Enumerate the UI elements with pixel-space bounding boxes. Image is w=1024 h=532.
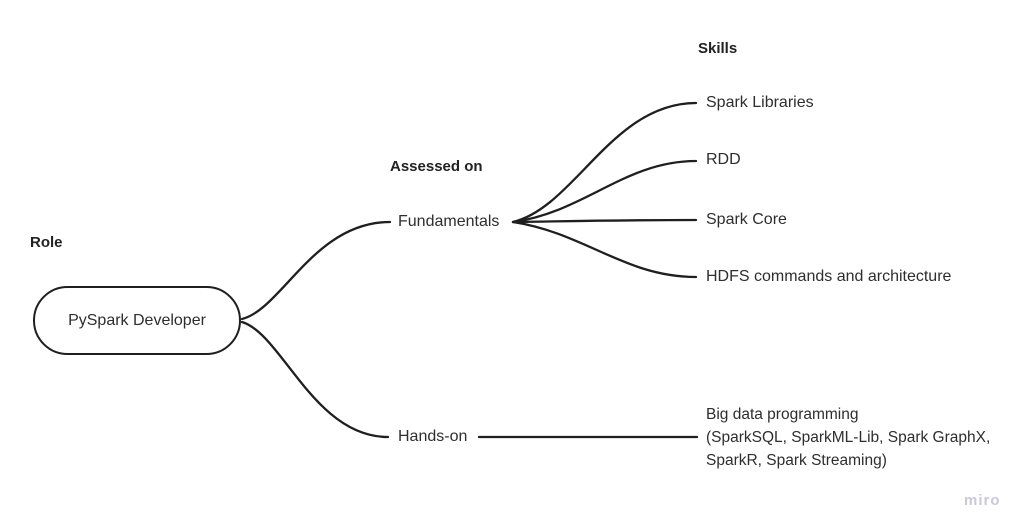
skill-label-big-data-programming: Big data programming (SparkSQL, SparkML-… bbox=[706, 406, 991, 469]
skill-label-spark-libraries: Spark Libraries bbox=[706, 94, 814, 111]
edge-fundamentals-rdd bbox=[511, 159, 698, 224]
root-node-label: PySpark Developer bbox=[68, 311, 206, 329]
column-header-skills: Skills bbox=[698, 40, 738, 57]
edge-fundamentals-hdfs bbox=[511, 220, 698, 279]
branch-label-hands-on: Hands-on bbox=[398, 428, 468, 445]
branch-label-fundamentals: Fundamentals bbox=[398, 213, 500, 230]
column-header-role: Role bbox=[30, 234, 63, 251]
miro-watermark: miro bbox=[964, 492, 1001, 509]
skill-label-hdfs-commands: HDFS commands and architecture bbox=[706, 268, 952, 285]
root-node-pyspark-developer: PySpark Developer bbox=[33, 286, 241, 355]
edge-fundamentals-spark-core bbox=[511, 218, 698, 224]
skill-label-rdd: RDD bbox=[706, 151, 741, 168]
edge-fundamentals-spark-libraries bbox=[511, 101, 698, 224]
edge-root-fundamentals bbox=[240, 220, 392, 321]
column-header-assessed-on: Assessed on bbox=[390, 158, 483, 175]
edge-root-handson bbox=[240, 320, 390, 439]
skill-label-spark-core: Spark Core bbox=[706, 211, 787, 228]
